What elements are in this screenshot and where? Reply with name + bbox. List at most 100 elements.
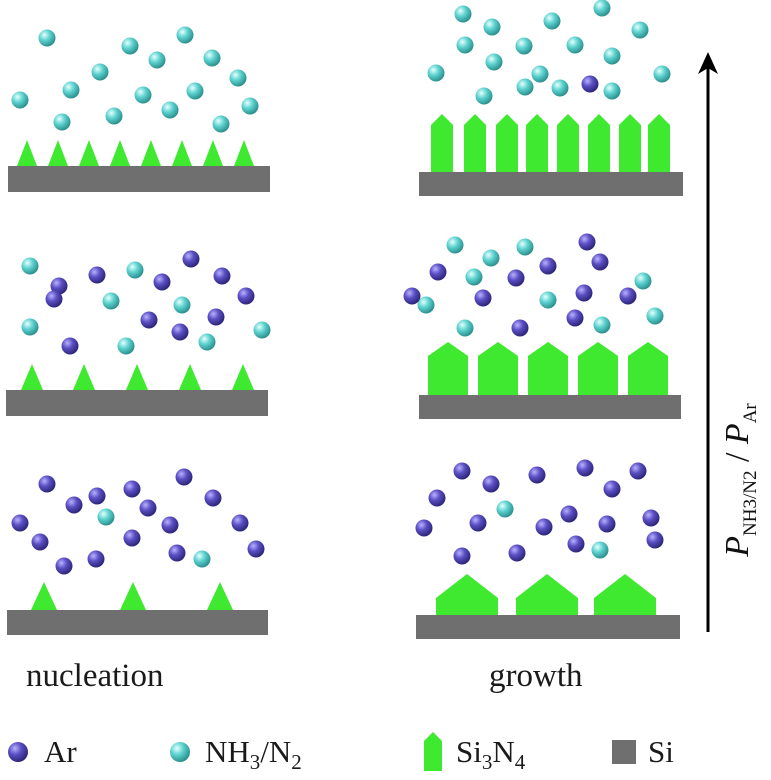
nh3-n2-molecule: [11, 91, 29, 109]
gas-atoms: [11, 0, 671, 575]
denominator-symbol: P: [719, 423, 756, 445]
numerator-symbol: P: [719, 535, 756, 557]
nh3-n2-molecule: [646, 307, 664, 325]
nh3-n2-molecule: [603, 47, 621, 65]
legend-si3n4-icon: [424, 732, 442, 771]
ar-atom: [507, 269, 525, 287]
legend-si3n4-label: Si3N4: [456, 734, 526, 774]
ar-atom: [535, 518, 553, 536]
ar-atom: [168, 544, 186, 562]
ar-atom: [161, 516, 179, 534]
ar-atom: [539, 257, 557, 275]
ar-atom: [11, 514, 29, 532]
ar-atom: [175, 468, 193, 486]
ar-atom: [88, 487, 106, 505]
ar-atom: [61, 337, 79, 355]
nh3-n2-molecule: [483, 18, 501, 36]
nh3-n2-molecule: [543, 12, 561, 30]
ar-atom: [207, 308, 225, 326]
ar-atom: [575, 284, 593, 302]
si-substrates: [6, 166, 683, 639]
si3n4-nucleus: [141, 140, 161, 166]
numerator-subscript: NH3/N2: [740, 470, 761, 536]
ar-atom: [629, 462, 647, 480]
ar-atom: [55, 557, 73, 575]
ar-atom: [598, 515, 616, 533]
nh3-n2-molecule: [531, 65, 549, 83]
nh3-n2-molecule: [515, 37, 533, 55]
si3n4-nucleus: [126, 364, 148, 390]
si-substrate: [419, 395, 681, 419]
nh3-n2-molecule: [456, 36, 474, 54]
nh3-n2-molecule: [241, 97, 259, 115]
si3n4-crystal: [478, 342, 518, 395]
nh3-n2-molecule: [121, 37, 139, 55]
ar-atom: [603, 480, 621, 498]
ar-atom: [123, 480, 141, 498]
nh3-n2-molecule: [126, 261, 144, 279]
si3n4-crystal: [594, 574, 656, 615]
nh3-n2-molecule: [134, 86, 152, 104]
ar-atom: [566, 309, 584, 327]
si3n4-nucleus: [232, 364, 254, 390]
legend-si-icon: [612, 740, 636, 764]
ar-atom: [474, 289, 492, 307]
nh3-n2-molecule: [91, 63, 109, 81]
arrow-head-icon: [698, 52, 718, 74]
nh3-n2-molecule: [38, 29, 56, 47]
si3n4-nucleus: [179, 364, 201, 390]
legend-nh3-label: NH3/N2: [205, 734, 302, 774]
nh3-n2-molecule: [198, 333, 216, 351]
nh3-n2-molecule: [482, 249, 500, 267]
ar-atom: [567, 535, 585, 553]
ar-atom: [204, 489, 222, 507]
ar-atom: [237, 287, 255, 305]
nh3-n2-molecule: [176, 26, 194, 44]
nh3-n2-molecule: [21, 318, 39, 336]
si3n4-crystal: [528, 342, 568, 395]
si3n4-nucleus: [48, 140, 68, 166]
nh3-n2-molecule: [62, 81, 80, 99]
si3n4-nucleus: [172, 140, 192, 166]
ar-atom: [591, 253, 609, 271]
nh3-n2-molecule: [53, 113, 71, 131]
si-substrate: [416, 615, 680, 639]
nh3-n2-molecule: [161, 101, 179, 119]
nh3-n2-molecule: [21, 257, 39, 275]
legend-si-label: Si: [648, 734, 674, 769]
ar-atom: [428, 489, 446, 507]
nh3-n2-molecule: [475, 87, 493, 105]
nh3-n2-molecule: [634, 272, 652, 290]
nh3-n2-molecule: [102, 292, 120, 310]
nh3-n2-molecule: [105, 107, 123, 125]
ar-atom: [642, 509, 660, 527]
nh3-n2-molecule: [516, 78, 534, 96]
nh3-n2-molecule: [591, 541, 609, 559]
ar-atom: [140, 311, 158, 329]
nh3-n2-molecule: [253, 321, 271, 339]
nh3-n2-molecule: [551, 79, 569, 97]
ar-atom: [88, 266, 106, 284]
ar-atom: [139, 499, 157, 517]
ar-atom: [87, 550, 105, 568]
nh3-n2-molecule: [446, 236, 464, 254]
denominator-subscript: Ar: [740, 403, 761, 424]
nh3-n2-molecule: [465, 268, 483, 286]
si3n4-nucleus: [79, 140, 99, 166]
si3n4-crystal: [557, 114, 579, 172]
ar-atom: [247, 540, 265, 558]
nh3-n2-molecule: [593, 0, 611, 17]
si3n4-crystal: [588, 114, 610, 172]
ar-atom: [153, 273, 171, 291]
nh3-n2-molecule: [148, 51, 166, 69]
nh3-n2-molecule: [97, 508, 115, 526]
nh3-n2-molecule: [603, 82, 621, 100]
nh3-n2-molecule: [193, 550, 211, 568]
si3n4-nucleus: [21, 364, 43, 390]
si3n4-crystals: [17, 114, 670, 615]
si3n4-crystal: [436, 574, 498, 615]
nh3-n2-molecule: [229, 69, 247, 87]
ar-atom: [453, 547, 471, 565]
si-substrate: [7, 610, 268, 635]
